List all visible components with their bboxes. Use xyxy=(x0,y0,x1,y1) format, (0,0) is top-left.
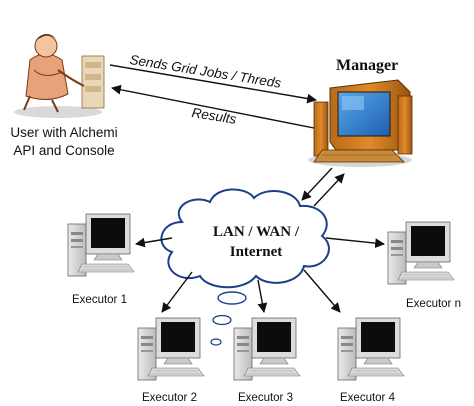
manager-computer xyxy=(308,79,413,167)
executor-n-computer xyxy=(387,221,455,285)
network-cloud xyxy=(160,188,330,289)
cloud-to-manager-arrow xyxy=(313,173,345,207)
sends-arrow xyxy=(109,64,317,104)
executor-4-label: Executor 4 xyxy=(340,392,395,404)
manager-to-cloud-arrow xyxy=(301,167,333,201)
arrow-to-executor-4 xyxy=(303,269,341,313)
arrow-to-executor-3 xyxy=(257,279,268,313)
executor-4-computer xyxy=(337,317,405,381)
user-illustration xyxy=(14,34,105,118)
bubble-medium xyxy=(212,314,232,326)
arrow-to-executor-2 xyxy=(161,271,193,313)
user-label: User with Alchemi API and Console xyxy=(10,125,118,158)
network-label: LAN / WAN / Internet xyxy=(196,222,316,262)
executor-2-label: Executor 2 xyxy=(142,392,197,404)
bubble-large xyxy=(217,291,247,305)
executor-3-computer xyxy=(233,317,301,381)
executor-1-label: Executor 1 xyxy=(72,294,127,306)
executor-3-label: Executor 3 xyxy=(238,392,293,404)
results-arrow xyxy=(111,84,315,129)
bubble-small xyxy=(210,338,222,346)
arrow-to-executor-n xyxy=(325,237,385,248)
manager-label: Manager xyxy=(336,57,399,74)
executor-n-label: Executor n xyxy=(406,298,461,310)
network-label-line2: Internet xyxy=(229,244,283,260)
arrow-to-executor-1 xyxy=(135,237,173,248)
executor-2-computer xyxy=(137,317,205,381)
executor-1-computer xyxy=(67,213,135,277)
network-label-line1: LAN / WAN / xyxy=(213,224,299,240)
